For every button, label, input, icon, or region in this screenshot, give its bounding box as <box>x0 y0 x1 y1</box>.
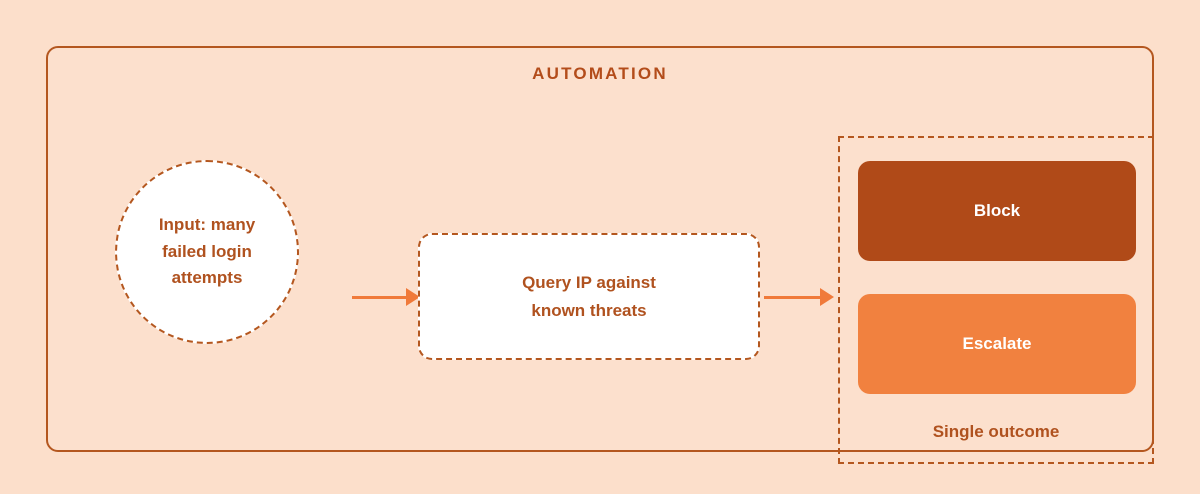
arrow-input-to-query-icon <box>352 287 420 307</box>
input-node-label-line2: failed login <box>162 241 252 261</box>
automation-frame: AUTOMATION Input: many failed login atte… <box>46 46 1154 464</box>
outcome-card-escalate-label: Escalate <box>962 334 1032 353</box>
input-node: Input: many failed login attempts <box>115 160 299 344</box>
query-node: Query IP against known threats <box>418 233 760 360</box>
arrow-query-to-outcome-icon <box>764 287 834 307</box>
outcome-card-escalate: Escalate <box>858 294 1136 394</box>
input-node-label: Input: many failed login attempts <box>141 212 273 291</box>
arrow-shaft <box>764 295 820 299</box>
outcome-group: Block Escalate Single outcome <box>838 136 1154 464</box>
query-node-label: Query IP against known threats <box>522 269 656 323</box>
input-node-label-line1: Input: many <box>158 215 256 235</box>
automation-title: AUTOMATION <box>532 64 668 83</box>
outcome-group-caption: Single outcome <box>932 422 1060 441</box>
query-node-label-line2: known threats <box>531 300 647 320</box>
arrow-shaft <box>352 295 406 299</box>
outcome-card-block-label: Block <box>973 201 1021 220</box>
input-node-label-line3: attempts <box>171 268 243 288</box>
arrow-head <box>406 288 420 306</box>
arrow-head <box>820 288 834 306</box>
outcome-card-block: Block <box>858 161 1136 261</box>
query-node-label-line1: Query IP against <box>522 273 656 293</box>
